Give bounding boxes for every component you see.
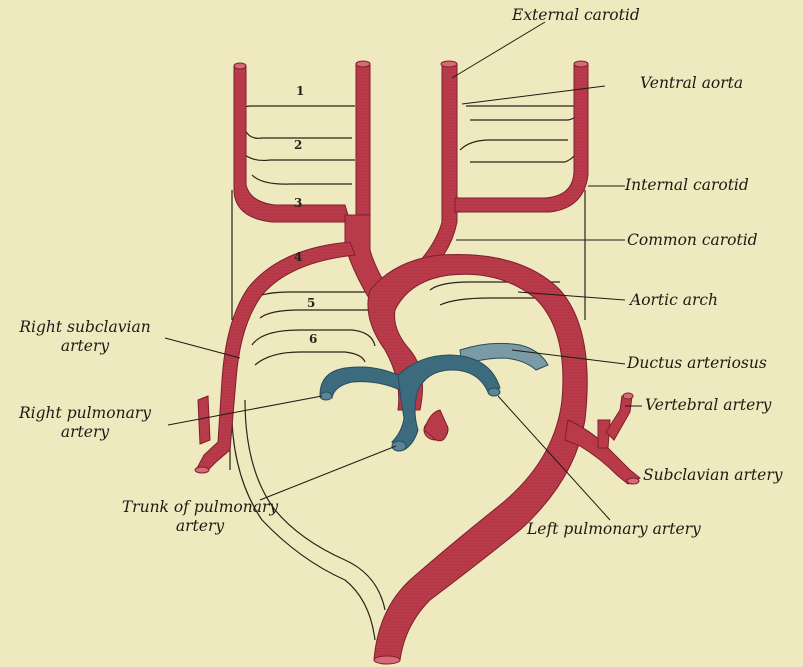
arch-number-5: 5 [307, 296, 315, 310]
label-left-pulmonary-artery: Left pulmonary artery [527, 520, 701, 539]
label-right-pulmonary-line1: Right pulmonary [4, 404, 166, 423]
label-internal-carotid: Internal carotid [625, 176, 749, 195]
label-vertebral-artery: Vertebral artery [645, 396, 771, 415]
label-aortic-arch: Aortic arch [630, 291, 718, 310]
arch-number-1: 1 [296, 84, 304, 98]
label-trunk-of-pulmonary-artery: Trunk of pulmonary artery [100, 498, 300, 536]
label-right-subclavian-line1: Right subclavian [6, 318, 164, 337]
label-right-subclavian-artery: Right subclavian artery [6, 318, 164, 356]
right-pulmonary-vessel [320, 367, 400, 398]
label-common-carotid: Common carotid [627, 231, 758, 250]
vertebral-artery-vessel [606, 396, 632, 440]
label-right-subclavian-line2: artery [6, 337, 164, 356]
label-ventral-aorta: Ventral aorta [640, 74, 743, 93]
label-external-carotid: External carotid [512, 6, 640, 25]
label-trunk-line1: Trunk of pulmonary [100, 498, 300, 517]
arch-number-6: 6 [309, 332, 317, 346]
leader-external-carotid [452, 22, 545, 78]
label-trunk-line2: artery [100, 517, 300, 536]
arch-number-2: 2 [294, 138, 302, 152]
label-ductus-arteriosus: Ductus arteriosus [627, 354, 767, 373]
label-subclavian-artery: Subclavian artery [643, 466, 783, 485]
label-right-pulmonary-artery: Right pulmonary artery [4, 404, 166, 442]
arch-number-3: 3 [294, 196, 302, 210]
arch-number-4: 4 [294, 250, 302, 264]
label-right-pulmonary-line2: artery [4, 423, 166, 442]
leader-trunk-pulmonary [260, 446, 396, 500]
